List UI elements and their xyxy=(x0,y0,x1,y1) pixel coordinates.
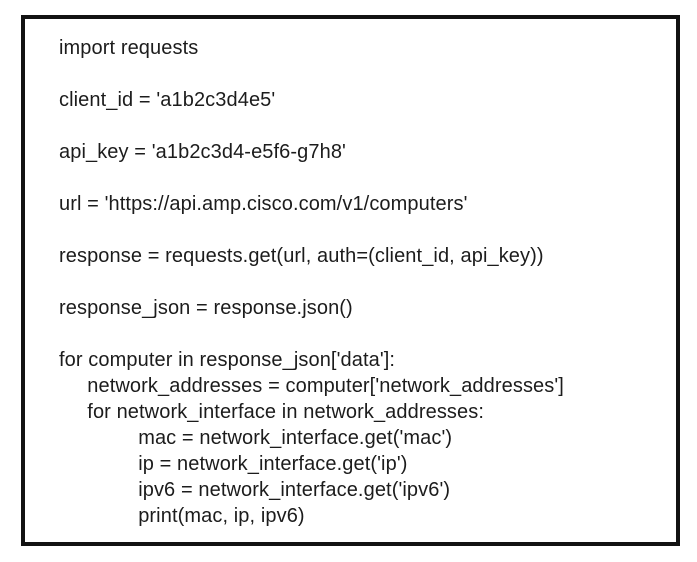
code-block: import requests client_id = 'a1b2c3d4e5'… xyxy=(59,37,564,527)
code-snippet-box: import requests client_id = 'a1b2c3d4e5'… xyxy=(21,15,680,546)
